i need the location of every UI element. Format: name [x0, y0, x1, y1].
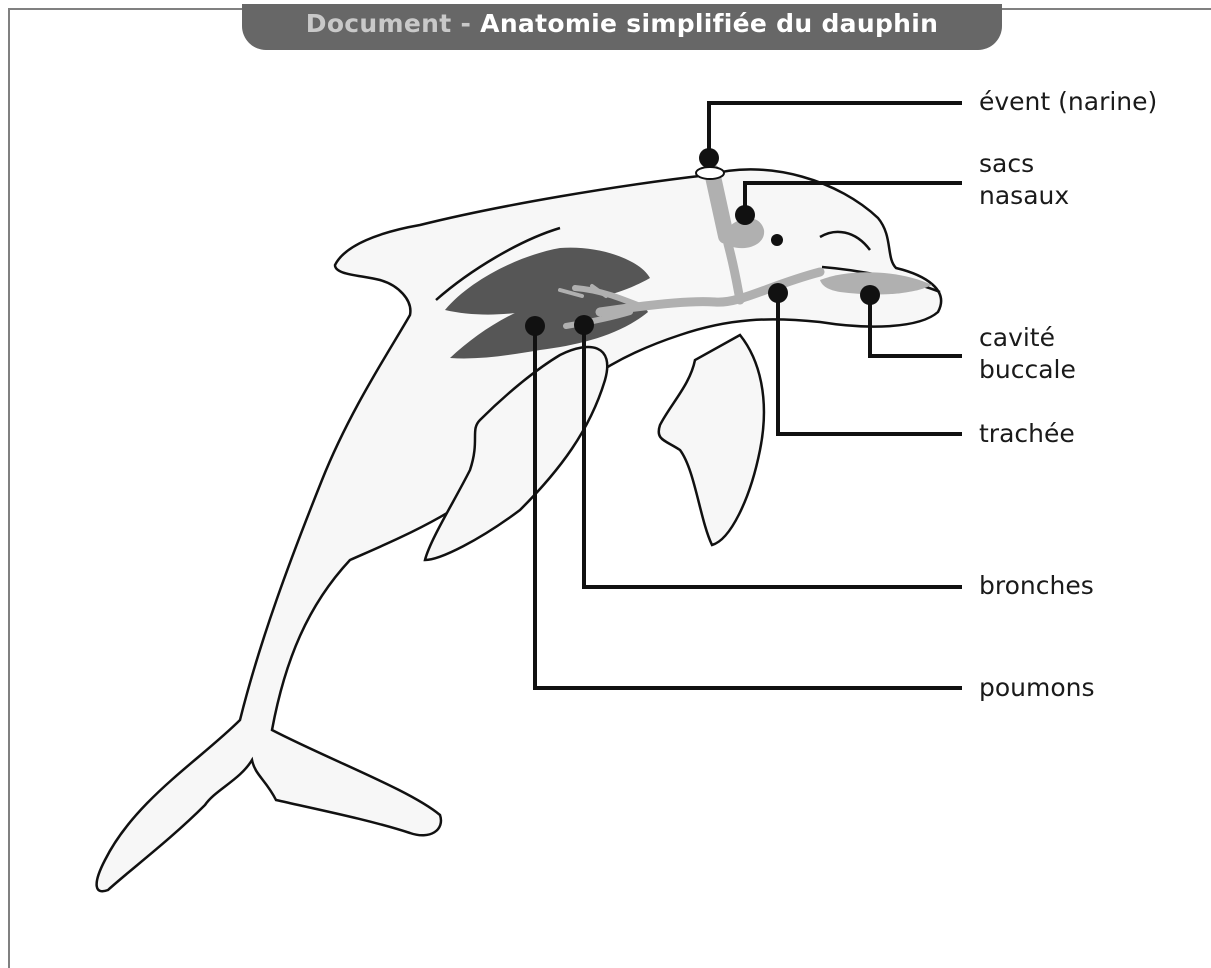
- label-event: évent (narine): [979, 87, 1157, 117]
- eye: [771, 234, 783, 246]
- label-cavite-line1: cavité: [979, 323, 1055, 353]
- label-trachee: trachée: [979, 419, 1075, 449]
- label-poumons: poumons: [979, 673, 1095, 703]
- dot-sacs: [735, 205, 755, 225]
- pectoral-fin-far: [659, 335, 764, 545]
- label-cavite-line2: buccale: [979, 355, 1076, 385]
- label-bronches: bronches: [979, 571, 1094, 601]
- leader-event: [709, 103, 962, 158]
- dot-bronches: [574, 315, 594, 335]
- dot-event: [699, 148, 719, 168]
- dot-trachee: [768, 283, 788, 303]
- label-sacs-line2: nasaux: [979, 181, 1069, 211]
- blowhole: [696, 167, 724, 179]
- leader-bronches: [584, 325, 962, 587]
- dot-poumons: [525, 316, 545, 336]
- dot-cavite: [860, 285, 880, 305]
- label-sacs-line1: sacs: [979, 149, 1034, 179]
